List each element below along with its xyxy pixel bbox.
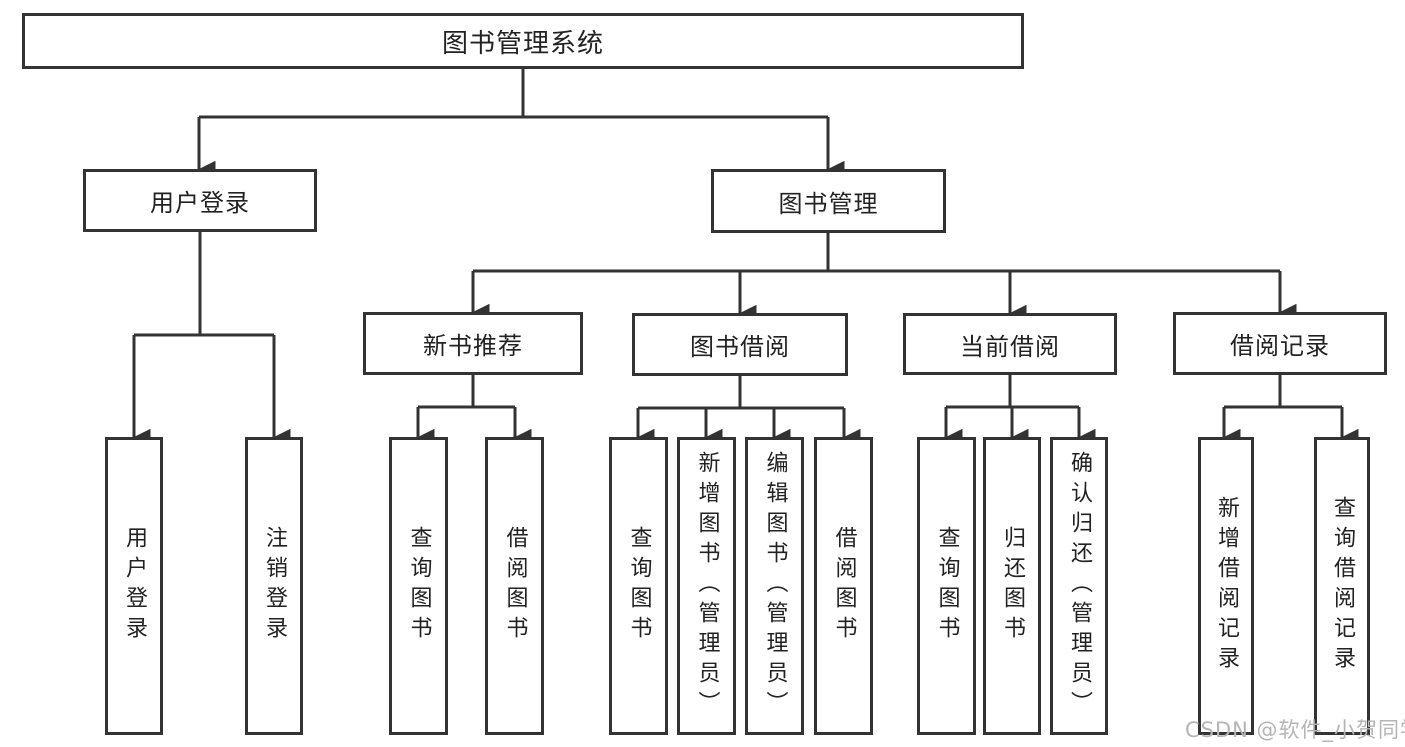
- leaf-query-book: 查询图书: [917, 437, 976, 735]
- node-borrowing-records: 借阅记录: [1173, 312, 1387, 375]
- node-label: 借阅图书: [502, 526, 528, 646]
- node-label: 图书借阅: [690, 333, 790, 361]
- node-label: 查询借阅记录: [1330, 496, 1355, 676]
- node-label: 查询图书: [934, 526, 960, 646]
- node-book-management: 图书管理: [711, 169, 946, 233]
- node-label: 新书推荐: [423, 332, 523, 360]
- node-label: 借阅图书: [831, 526, 857, 646]
- node-library-system: 图书管理系统: [22, 13, 1024, 69]
- leaf-query-book: 查询图书: [609, 437, 668, 735]
- node-label: 确认归还（管理员）: [1067, 451, 1092, 721]
- node-label: 注销登录: [262, 526, 287, 646]
- leaf-query-borrow-record: 查询借阅记录: [1314, 437, 1370, 735]
- node-label: 用户登录: [122, 526, 147, 646]
- leaf-borrow-book: 借阅图书: [814, 437, 873, 735]
- node-label: 当前借阅: [960, 332, 1060, 361]
- node-book-borrowing: 图书借阅: [632, 313, 848, 376]
- leaf-query-book: 查询图书: [389, 437, 448, 735]
- node-label: 归还图书: [1000, 526, 1025, 646]
- leaf-logout: 注销登录: [245, 437, 303, 735]
- node-current-borrowing: 当前借阅: [903, 313, 1117, 375]
- node-label: 图书管理系统: [441, 28, 604, 59]
- node-label: 查询图书: [406, 526, 432, 646]
- node-user-login: 用户登录: [83, 169, 317, 232]
- leaf-borrow-book: 借阅图书: [485, 437, 544, 735]
- watermark-text: CSDN @软件_小贺同学: [1185, 718, 1405, 742]
- leaf-edit-book-admin: 编辑图书（管理员）: [745, 437, 804, 735]
- node-label: 借阅记录: [1230, 332, 1330, 360]
- node-label: 用户登录: [150, 189, 250, 217]
- leaf-confirm-return-admin: 确认归还（管理员）: [1050, 437, 1108, 735]
- leaf-user-login: 用户登录: [105, 437, 163, 735]
- node-label: 新增借阅记录: [1214, 496, 1239, 676]
- node-label: 新增图书（管理员）: [694, 451, 720, 721]
- leaf-add-borrow-record: 新增借阅记录: [1198, 437, 1254, 735]
- leaf-return-book: 归还图书: [983, 437, 1041, 735]
- node-label: 编辑图书（管理员）: [762, 451, 788, 721]
- node-label: 图书管理: [778, 189, 879, 218]
- leaf-add-book-admin: 新增图书（管理员）: [677, 437, 736, 735]
- node-new-book-recommendation: 新书推荐: [363, 312, 583, 375]
- node-label: 查询图书: [626, 526, 652, 646]
